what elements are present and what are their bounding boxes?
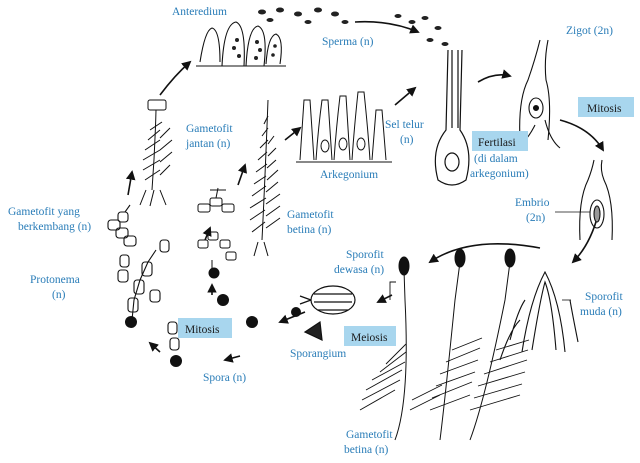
arrow-icon bbox=[278, 311, 306, 324]
leader-lines bbox=[555, 211, 590, 301]
label-embrio-2: (2n) bbox=[526, 212, 545, 224]
arrow-icon bbox=[159, 60, 192, 96]
label-gametofit-betina-bottom-2: betina (n) bbox=[344, 444, 389, 456]
label-zigot: Zigot (2n) bbox=[566, 25, 613, 37]
arrow-icon bbox=[394, 86, 417, 106]
label-sporofit-dewasa-1: Sporofit bbox=[346, 249, 385, 261]
cycle-arrows bbox=[125, 20, 604, 363]
zygote-drawing bbox=[511, 39, 561, 151]
arrow-icon bbox=[354, 20, 420, 34]
box-mitosis-left-text: Mitosis bbox=[185, 324, 220, 336]
label-sporofit-muda-2: muda (n) bbox=[580, 306, 622, 318]
male-gametophyte-drawing bbox=[139, 99, 173, 207]
label-gametofit-betina-1: Gametofit bbox=[287, 209, 334, 221]
label-fertilasi-note-2: arkegonium) bbox=[470, 168, 529, 180]
mature-sporophyte-drawing bbox=[359, 248, 530, 441]
young-sporophyte-drawing bbox=[499, 270, 579, 361]
box-fertilasi: Fertilasi bbox=[472, 131, 528, 151]
embryo-drawing bbox=[579, 159, 613, 241]
box-meiosis-text: Meiosis bbox=[351, 332, 388, 344]
developing-gametophyte-drawing bbox=[107, 204, 137, 247]
arrow-icon bbox=[428, 243, 541, 264]
label-gametofit-jantan-1: Gametofit bbox=[186, 123, 233, 135]
label-spora: Spora (n) bbox=[203, 372, 246, 384]
label-sel-telur-2: (n) bbox=[400, 134, 414, 146]
archegonium-large bbox=[434, 49, 470, 186]
spore-icon bbox=[125, 294, 301, 367]
arrow-icon bbox=[477, 69, 512, 83]
label-sporofit-dewasa-2: dewasa (n) bbox=[334, 264, 384, 276]
label-gametofit-betina-2: betina (n) bbox=[287, 224, 332, 236]
label-arkegonium: Arkegonium bbox=[320, 169, 378, 181]
label-gametofit-betina-bottom-1: Gametofit bbox=[346, 429, 393, 441]
anteridium-drawing bbox=[196, 21, 286, 67]
arrow-icon bbox=[223, 353, 241, 363]
arrow-icon bbox=[284, 126, 302, 141]
label-gametofit-berkembang-2: berkembang (n) bbox=[18, 221, 91, 233]
box-fertilasi-text: Fertilasi bbox=[478, 137, 516, 149]
box-mitosis-left: Mitosis bbox=[178, 318, 232, 338]
label-gametofit-jantan-2: jantan (n) bbox=[185, 138, 231, 150]
arrow-icon bbox=[125, 170, 136, 196]
arrow-icon bbox=[237, 163, 247, 186]
sporangium-drawing bbox=[299, 285, 356, 341]
box-mitosis-top-text: Mitosis bbox=[587, 103, 622, 115]
label-protonema-1: Protonema bbox=[30, 274, 80, 286]
label-sperma: Sperma (n) bbox=[322, 36, 374, 48]
protonema-drawing bbox=[117, 239, 180, 351]
label-sel-telur-1: Sel telur bbox=[385, 119, 424, 131]
archegonia-group-drawing bbox=[296, 91, 392, 163]
label-anteredium: Anteredium bbox=[172, 6, 227, 18]
label-embrio-1: Embrio bbox=[515, 197, 550, 209]
sperm-cells bbox=[258, 7, 449, 46]
label-sporofit-muda-1: Sporofit bbox=[585, 291, 624, 303]
arrow-icon bbox=[559, 119, 604, 152]
label-sporangium: Sporangium bbox=[290, 348, 346, 360]
label-gametofit-berkembang-1: Gametofit yang bbox=[8, 206, 80, 218]
label-fertilasi-note-1: (di dalam bbox=[474, 153, 518, 165]
arrow-icon bbox=[571, 214, 599, 264]
arrow-icon bbox=[148, 341, 161, 353]
box-meiosis: Meiosis bbox=[344, 326, 396, 346]
diagram-labels: Anteredium Sperma (n) Zigot (2n) Gametof… bbox=[8, 6, 624, 456]
young-gametophytes-drawing bbox=[197, 187, 237, 279]
box-mitosis-top: Mitosis bbox=[578, 97, 634, 117]
label-protonema-2: (n) bbox=[52, 289, 66, 301]
female-gametophyte-drawing bbox=[249, 99, 281, 257]
